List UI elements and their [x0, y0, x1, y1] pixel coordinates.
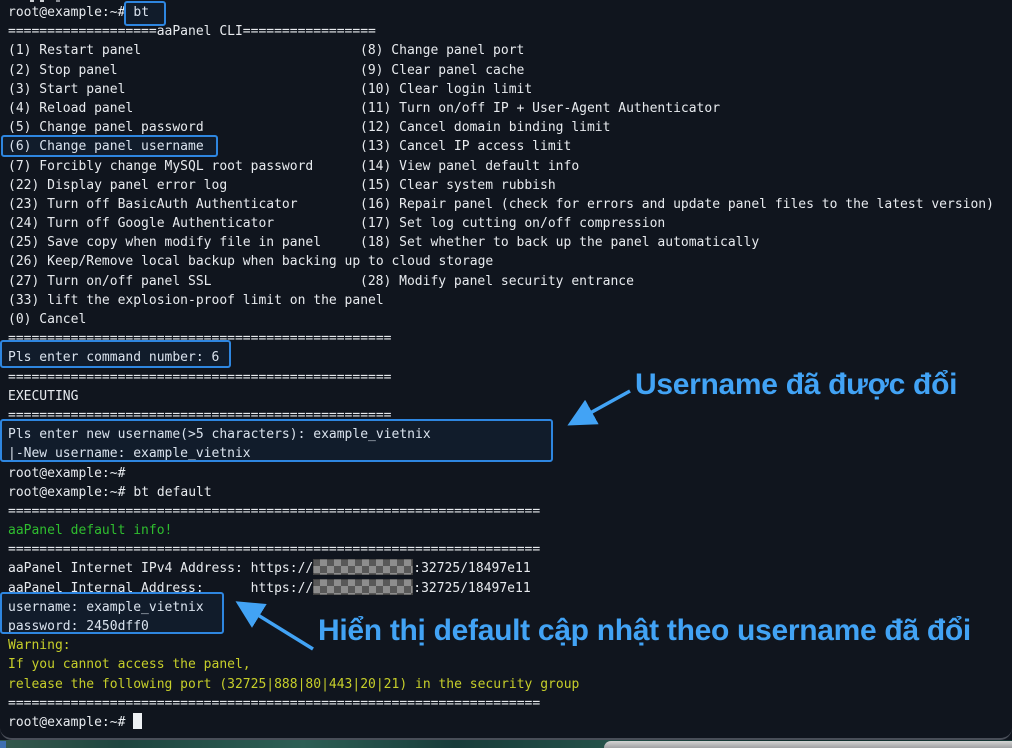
menu-item: (4) Reload panel — [8, 100, 134, 116]
menu-item: (25) Save copy when modify file in panel — [8, 235, 322, 251]
separator: ========================================… — [8, 503, 541, 519]
menu-item: (13) Cancel IP access limit — [360, 139, 572, 155]
address-suffix: :32725/18497e11 — [413, 561, 531, 577]
menu-item: (18) Set whether to back up the panel au… — [360, 235, 760, 251]
command-line-bt: root@example:~# bt — [8, 3, 1012, 22]
wallpaper-blue-fragment — [0, 741, 6, 748]
typed-command-bt: bt — [133, 5, 150, 20]
menu-row: (7) Forcibly change MySQL root password (… — [8, 157, 1012, 176]
separator: ========================================… — [8, 331, 392, 347]
menu-row: (5) Change panel password (12) Cancel dom… — [8, 118, 1012, 137]
menu-item: (10) Clear login limit — [360, 81, 533, 97]
menu-item: (24) Turn off Google Authenticator — [8, 216, 275, 232]
warning-title: Warning: — [8, 638, 71, 654]
menu-item: (23) Turn off BasicAuth Authenticator — [8, 196, 298, 212]
default-password-line: password: 2450dff0 — [8, 619, 149, 634]
menu-item: (5) Change panel password — [8, 120, 204, 136]
menu-row: (27) Turn on/off panel SSL (28) Modify pa… — [8, 272, 1012, 291]
internal-address-prefix: aaPanel Internal Address: https:// — [8, 580, 314, 596]
menu-item-change-username: (6) Change panel username — [8, 139, 204, 155]
new-username-result: |-New username: example_vietnix — [8, 446, 251, 462]
menu-row: (24) Turn off Google Authenticator (17) S… — [8, 214, 1012, 233]
menu-row: (4) Reload panel (11) Turn on/off IP + Us… — [8, 99, 1012, 118]
warning-line-1: If you cannot access the panel, — [8, 657, 251, 673]
menu-row: (2) Stop panel (9) Clear panel cache — [8, 61, 1012, 80]
separator: ========================================… — [8, 369, 392, 385]
menu-item: (12) Cancel domain binding limit — [360, 120, 611, 136]
typed-command-bt-default: bt default — [133, 484, 212, 500]
menu-item: (9) Clear panel cache — [360, 62, 525, 78]
warning-line-2: release the following port (32725|888|80… — [8, 676, 580, 692]
terminal-cursor — [133, 712, 143, 729]
shell-prompt-line: root@example:~# — [8, 465, 126, 481]
default-username-line: username: example_vietnix — [8, 599, 204, 615]
internet-address-line: aaPanel Internet IPv4 Address: https://:… — [8, 559, 1012, 578]
menu-item: (7) Forcibly change MySQL root password — [8, 158, 314, 174]
internet-address-prefix: aaPanel Internet IPv4 Address: https:// — [8, 561, 314, 577]
default-info-title: aaPanel default info! — [8, 523, 173, 539]
menu-row: (0) Cancel — [8, 312, 87, 327]
menu-item: (22) Display panel error log — [8, 177, 228, 193]
menu-item: (2) Stop panel — [8, 62, 118, 78]
command-number-prompt: Pls enter command number: 6 — [8, 350, 220, 366]
menu-item: (1) Restart panel — [8, 43, 142, 59]
redacted-ip-mosaic — [313, 578, 414, 595]
menu-item: (8) Change panel port — [360, 43, 525, 59]
cli-header: ===================aaPanel CLI==========… — [8, 24, 376, 40]
separator: ========================================… — [8, 542, 541, 558]
shell-prompt: root@example:~# — [8, 484, 126, 500]
separator: ========================================… — [8, 695, 541, 711]
previous-line-fragment — [30, 0, 34, 2]
menu-item: (16) Repair panel (check for errors and … — [360, 196, 994, 212]
shell-prompt: root@example:~# — [8, 714, 126, 730]
background-window-edge — [604, 741, 1012, 748]
internal-address-line: aaPanel Internal Address: https:// :32725… — [8, 578, 1012, 598]
highlight-box-new-username — [0, 419, 553, 462]
active-prompt-line: root@example:~# — [8, 712, 1012, 732]
menu-row: (1) Restart panel (8) Change panel port — [8, 41, 1012, 60]
executing-label: EXECUTING — [8, 388, 79, 404]
highlight-box-bt-command — [124, 1, 166, 26]
menu-item: (3) Start panel — [8, 81, 126, 97]
annotation-default-updated: Hiển thị default cập nhật theo username … — [318, 614, 971, 647]
menu-item: (27) Turn on/off panel SSL — [8, 273, 212, 289]
menu-row: (26) Keep/Remove local backup when backi… — [8, 254, 494, 270]
menu-row: (3) Start panel (10) Clear login limit — [8, 80, 1012, 99]
menu-item: (28) Modify panel security entrance — [360, 273, 634, 289]
redacted-ip-mosaic — [313, 559, 414, 576]
highlight-box-menu-item-6 — [1, 135, 218, 157]
menu-item: (11) Turn on/off IP + User-Agent Authent… — [360, 100, 721, 116]
new-username-prompt: Pls enter new username(>5 characters): e… — [8, 427, 431, 443]
command-line-bt-default: root@example:~# bt default — [8, 483, 1012, 502]
menu-row: (23) Turn off BasicAuth Authenticator (16… — [8, 195, 1012, 214]
shell-prompt: root@example:~# — [8, 5, 126, 20]
annotation-username-changed: Username đã được đổi — [635, 368, 958, 401]
menu-row: (33) lift the explosion-proof limit on t… — [8, 292, 384, 308]
menu-item: (14) View panel default info — [360, 158, 580, 174]
highlight-box-default-credentials — [0, 592, 224, 634]
address-suffix: :32725/18497e11 — [413, 580, 531, 596]
highlight-box-command-number — [0, 340, 231, 368]
menu-item: (15) Clear system rubbish — [360, 177, 556, 193]
desktop-wallpaper-strip — [0, 740, 1012, 748]
menu-row: (6) Change panel username (13) Cancel IP … — [8, 137, 1012, 156]
menu-item: (17) Set log cutting on/off compression — [360, 216, 666, 232]
menu-row: (22) Display panel error log (15) Clear s… — [8, 176, 1012, 195]
menu-row: (25) Save copy when modify file in panel… — [8, 233, 1012, 252]
